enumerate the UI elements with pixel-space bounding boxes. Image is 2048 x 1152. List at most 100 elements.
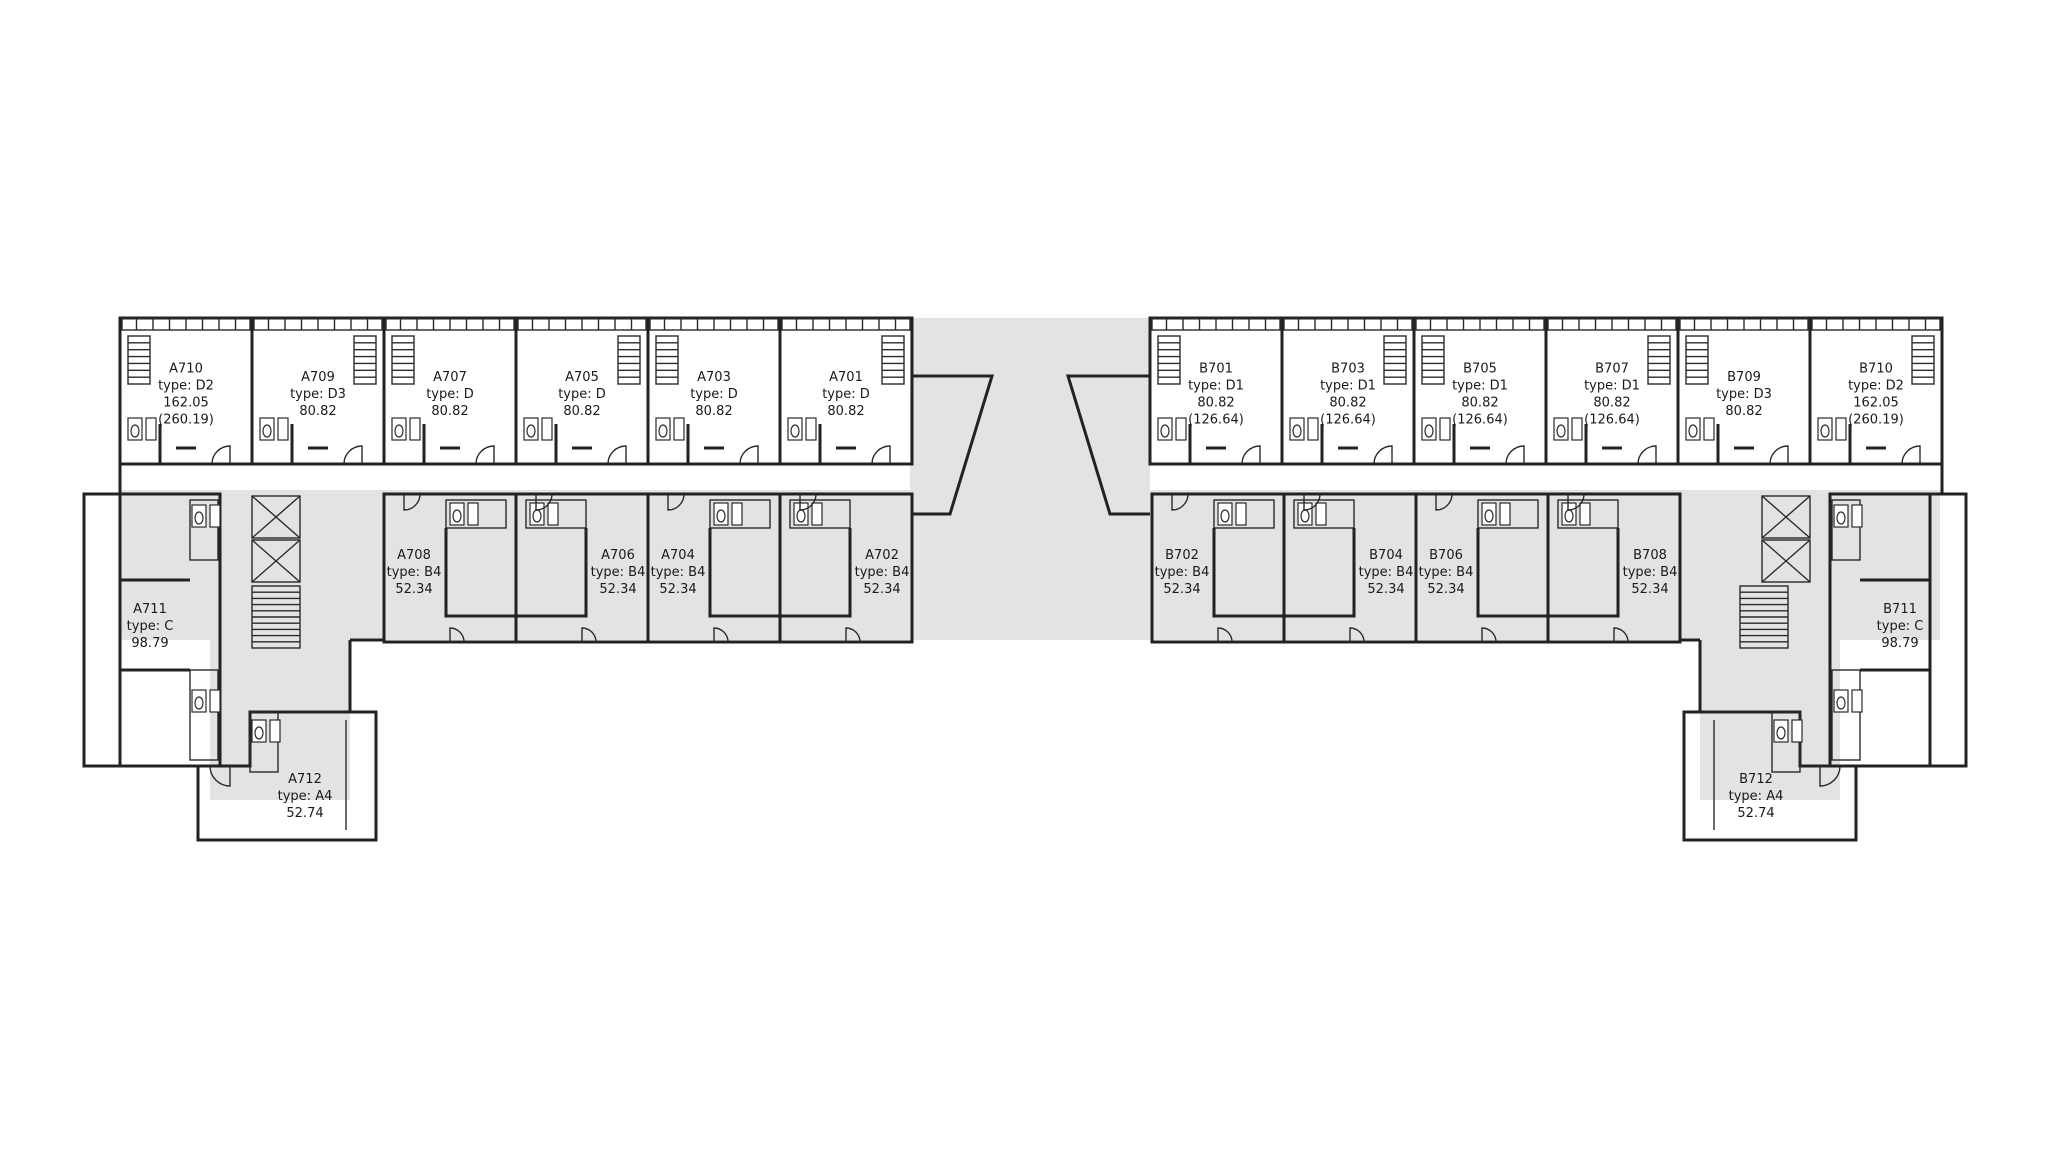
door-swing — [1819, 765, 1841, 787]
unit-label-line: 98.79 — [1881, 636, 1918, 651]
unit-label-line: type: B4 — [387, 565, 442, 580]
unit-label-line: 52.34 — [863, 582, 900, 597]
elevator-shaft — [1761, 495, 1811, 539]
elevator-shaft — [251, 495, 301, 539]
unit-label-line: type: B4 — [1359, 565, 1414, 580]
toilet-bowl — [1300, 509, 1310, 523]
unit-label-line: 80.82 — [1329, 396, 1366, 411]
unit-label-line: type: D — [822, 387, 870, 402]
sink-fixture — [1307, 417, 1319, 441]
sink-fixture — [1851, 689, 1863, 713]
unit-label-line: 52.34 — [599, 582, 636, 597]
unit-label-line: (126.64) — [1320, 413, 1376, 428]
door-swing — [607, 445, 627, 465]
corridor-atrium — [910, 318, 1150, 640]
sink-fixture — [1851, 504, 1863, 528]
sink-fixture — [731, 502, 743, 526]
door-swing — [713, 627, 729, 643]
lobby-a — [250, 660, 350, 720]
toilet-bowl — [452, 509, 462, 523]
door-swing — [1567, 493, 1585, 511]
toilet-bowl — [1836, 511, 1846, 525]
sink-fixture — [1175, 417, 1187, 441]
door-swing — [799, 493, 817, 511]
door-swing — [1481, 627, 1497, 643]
stairs — [127, 335, 151, 385]
unit-label-line: type: D — [690, 387, 738, 402]
unit-label-line: 98.79 — [131, 636, 168, 651]
door-swing — [1637, 445, 1657, 465]
unit-label-line: 80.82 — [299, 404, 336, 419]
unit-label-line: type: D2 — [158, 379, 214, 394]
toilet-bowl — [796, 509, 806, 523]
details-layer — [120, 317, 1941, 830]
toilet-bowl — [1836, 696, 1846, 710]
door-swing — [403, 493, 421, 511]
door-swing — [1373, 445, 1393, 465]
sink-fixture — [541, 417, 553, 441]
door-swing — [1303, 493, 1321, 511]
sink-fixture — [1579, 502, 1591, 526]
wing-b-side-bath — [1831, 669, 1861, 761]
sink-fixture — [209, 504, 221, 528]
elevator-cross — [251, 495, 301, 539]
stairs — [881, 335, 905, 385]
unit-label-line: type: B4 — [855, 565, 910, 580]
door-swing — [449, 627, 465, 643]
sink-fixture — [269, 719, 281, 743]
unit-label-line: 80.82 — [563, 404, 600, 419]
wing-b-side-bath — [1831, 499, 1861, 561]
unit-label-line: A703 — [697, 370, 731, 385]
unit-label-line: 80.82 — [695, 404, 732, 419]
sink-fixture — [409, 417, 421, 441]
unit-label-line: A710 — [169, 362, 203, 377]
toilet-bowl — [1484, 509, 1494, 523]
unit-label-line: (126.64) — [1584, 413, 1640, 428]
unit-label-line: A712 — [288, 772, 322, 787]
unit-label-line: type: C — [127, 619, 174, 634]
unit-label-line: type: D1 — [1452, 379, 1508, 394]
stairs — [391, 335, 415, 385]
unit-label: A703 type: D 80.82 — [690, 370, 738, 419]
corridor-layer — [120, 318, 1940, 800]
unit-label-line: B711 — [1883, 602, 1917, 617]
unit-label-line: type: D1 — [1584, 379, 1640, 394]
stairs — [1911, 335, 1935, 385]
door-swing — [1613, 627, 1629, 643]
unit-label-line: B704 — [1369, 548, 1403, 563]
elevator-shaft — [251, 539, 301, 583]
wing-a-side-bath — [189, 669, 219, 761]
sink-fixture — [1703, 417, 1715, 441]
unit-label-line: 80.82 — [1593, 396, 1630, 411]
unit-label-line: 80.82 — [1725, 404, 1762, 419]
wing-a-side-bath — [189, 499, 219, 561]
unit-label-line: type: B4 — [651, 565, 706, 580]
unit-label-line: B709 — [1727, 370, 1761, 385]
unit-label-line: 162.05 — [1853, 396, 1899, 411]
sink-fixture — [277, 417, 289, 441]
unit-label-line: 52.34 — [395, 582, 432, 597]
unit-label-line: 52.74 — [1737, 806, 1774, 821]
room-partition — [514, 528, 588, 618]
unit-label-line: 80.82 — [1461, 396, 1498, 411]
toilet-bowl — [526, 424, 536, 438]
sink-fixture — [547, 502, 559, 526]
outer-wall — [348, 638, 384, 712]
core-b — [1700, 490, 1840, 800]
toilet-bowl — [194, 511, 204, 525]
sink-fixture — [1835, 417, 1847, 441]
unit-label-line: 52.34 — [659, 582, 696, 597]
bathroom-pod — [709, 499, 771, 529]
toilet-bowl — [130, 424, 140, 438]
